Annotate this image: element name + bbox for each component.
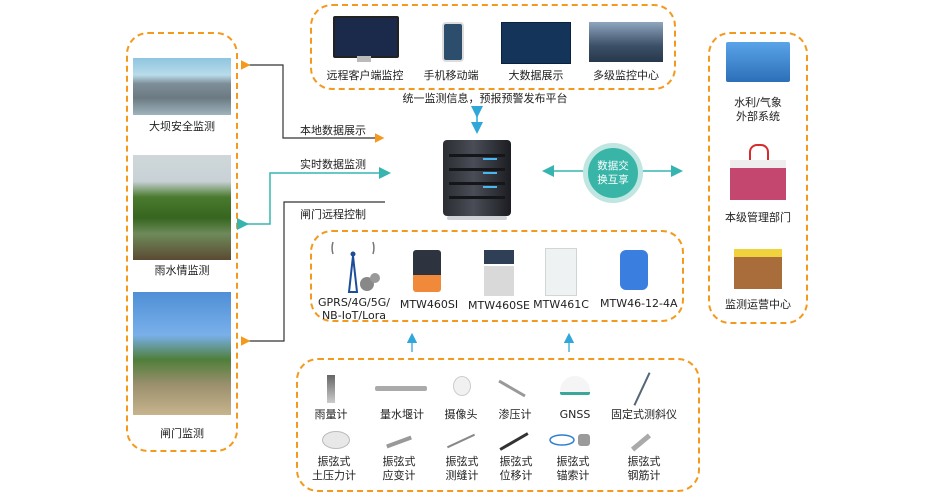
sensor-label: 振弦式 — [556, 455, 590, 468]
data-exchange-badge: 数据交 换互享 — [583, 143, 643, 203]
office-building-icon — [726, 42, 790, 82]
rain-station-photo — [133, 155, 231, 260]
sensor-label: 振弦式 — [627, 455, 661, 468]
realtime-monitor-line — [237, 167, 391, 230]
desktop-monitor-icon — [333, 16, 399, 58]
right-item-label: 监测运营中心 — [725, 298, 791, 311]
sensor-label: 振弦式 — [445, 455, 479, 468]
rtu-tablet-icon — [620, 250, 648, 290]
gateway-item-label: GPRS/4G/5G/ — [318, 296, 390, 309]
top-panel — [310, 4, 676, 90]
gateway-item-label: MTW46-12-4A — [600, 297, 678, 310]
camera-icon — [453, 376, 471, 396]
gate-control-line — [240, 201, 385, 346]
operations-store-icon — [734, 249, 782, 289]
rtu-cabinet-icon — [545, 248, 577, 296]
sensor-label: 土压力计 — [312, 469, 356, 482]
sensor-label: 振弦式 — [317, 455, 351, 468]
mobile-phone-icon — [442, 22, 464, 62]
weir-gauge-icon — [375, 386, 427, 391]
right-panel — [708, 32, 808, 324]
monitor-stand — [357, 56, 371, 62]
rtu-orange-icon — [413, 250, 441, 292]
sensor-label: 渗压计 — [498, 408, 532, 421]
anchor-cable-meter-icon — [548, 432, 592, 446]
gateway-item-label: MTW461C — [533, 298, 589, 311]
dam-photo — [133, 58, 231, 115]
sensor-label: 固定式测斜仪 — [611, 408, 677, 421]
management-shop-icon — [730, 160, 786, 200]
right-item-label: 水利/气象 — [734, 96, 782, 109]
server-icon — [443, 140, 511, 216]
top-item-label: 大数据展示 — [508, 69, 564, 82]
exchange-line: 换互享 — [597, 174, 629, 186]
server-base — [447, 216, 507, 220]
sensor-label: 振弦式 — [499, 455, 533, 468]
gateway-item-label: NB-IoT/Lora — [321, 309, 387, 322]
sensor-label: 量水堰计 — [380, 408, 424, 421]
left-panel — [126, 32, 238, 452]
local-display-line — [240, 60, 385, 143]
rtu-solar-icon — [484, 250, 514, 296]
right-item-label: 本级管理部门 — [725, 211, 791, 224]
top-item-label: 远程客户端监控 — [326, 69, 404, 82]
gate-control-label: 闸门远程控制 — [300, 208, 366, 221]
realtime-monitor-label: 实时数据监测 — [300, 158, 366, 171]
sensor-label: 测缝计 — [445, 469, 479, 482]
cell-tower-icon — [325, 240, 381, 294]
sensor-label: 摄像头 — [444, 408, 478, 421]
top-item-label: 多级监控中心 — [593, 69, 659, 82]
gateway-item-label: MTW460SE — [467, 299, 530, 312]
local-display-label: 本地数据展示 — [300, 124, 366, 137]
sensor-label: 位移计 — [499, 469, 533, 482]
bag-handle-icon — [749, 144, 769, 160]
sensor-label: 锚索计 — [556, 469, 590, 482]
sensor-label: 雨量计 — [314, 408, 348, 421]
sensor-label: GNSS — [559, 408, 591, 421]
gnss-dome-icon — [560, 376, 590, 395]
sensor-label: 应变计 — [382, 469, 416, 482]
earth-pressure-cell-icon — [322, 431, 350, 449]
left-item-label: 闸门监测 — [160, 427, 204, 440]
sensor-panel — [296, 358, 700, 492]
left-item-label: 雨水情监测 — [154, 264, 210, 277]
rain-gauge-icon — [327, 375, 335, 403]
platform-caption: 统一监测信息，预报预警发布平台 — [402, 92, 568, 105]
big-data-screen-icon — [501, 22, 571, 64]
right-item-label: 外部系统 — [736, 110, 780, 123]
gateway-panel — [310, 230, 684, 322]
gateway-item-label: MTW460SI — [399, 298, 459, 311]
sensor-label: 振弦式 — [382, 455, 416, 468]
control-center-icon — [589, 22, 663, 62]
left-item-label: 大坝安全监测 — [149, 120, 215, 133]
gate-photo — [133, 292, 231, 415]
sensor-label: 钢筋计 — [627, 469, 661, 482]
top-item-label: 手机移动端 — [423, 69, 479, 82]
exchange-line: 数据交 — [597, 160, 629, 172]
